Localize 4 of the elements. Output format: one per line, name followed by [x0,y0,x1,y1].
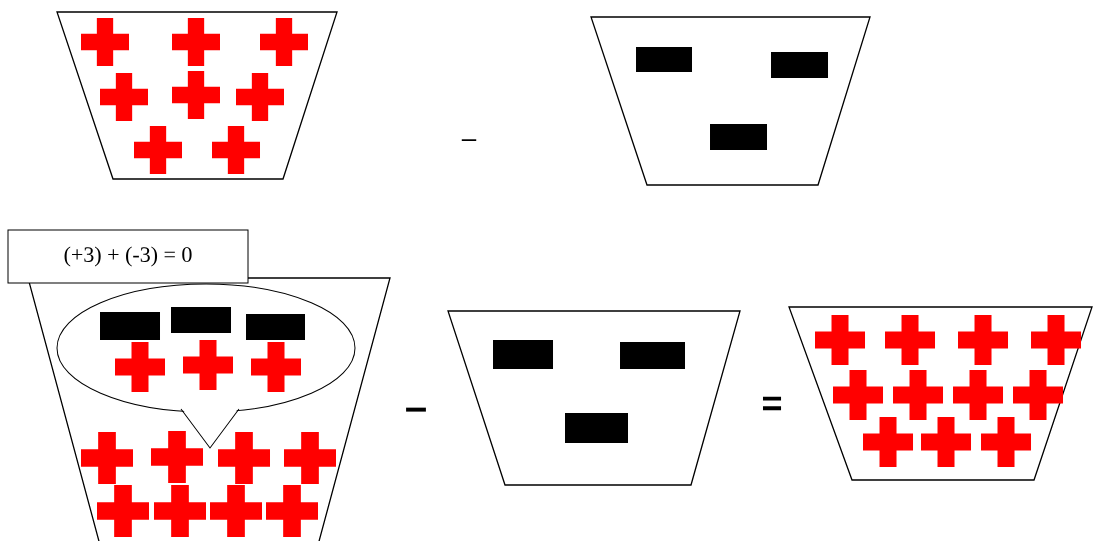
operator-sign: – [406,407,426,412]
equation-box: (+3) + (-3) = 0 [7,229,249,284]
operator-sign: – [461,139,477,141]
operator-sign: = [763,396,782,411]
